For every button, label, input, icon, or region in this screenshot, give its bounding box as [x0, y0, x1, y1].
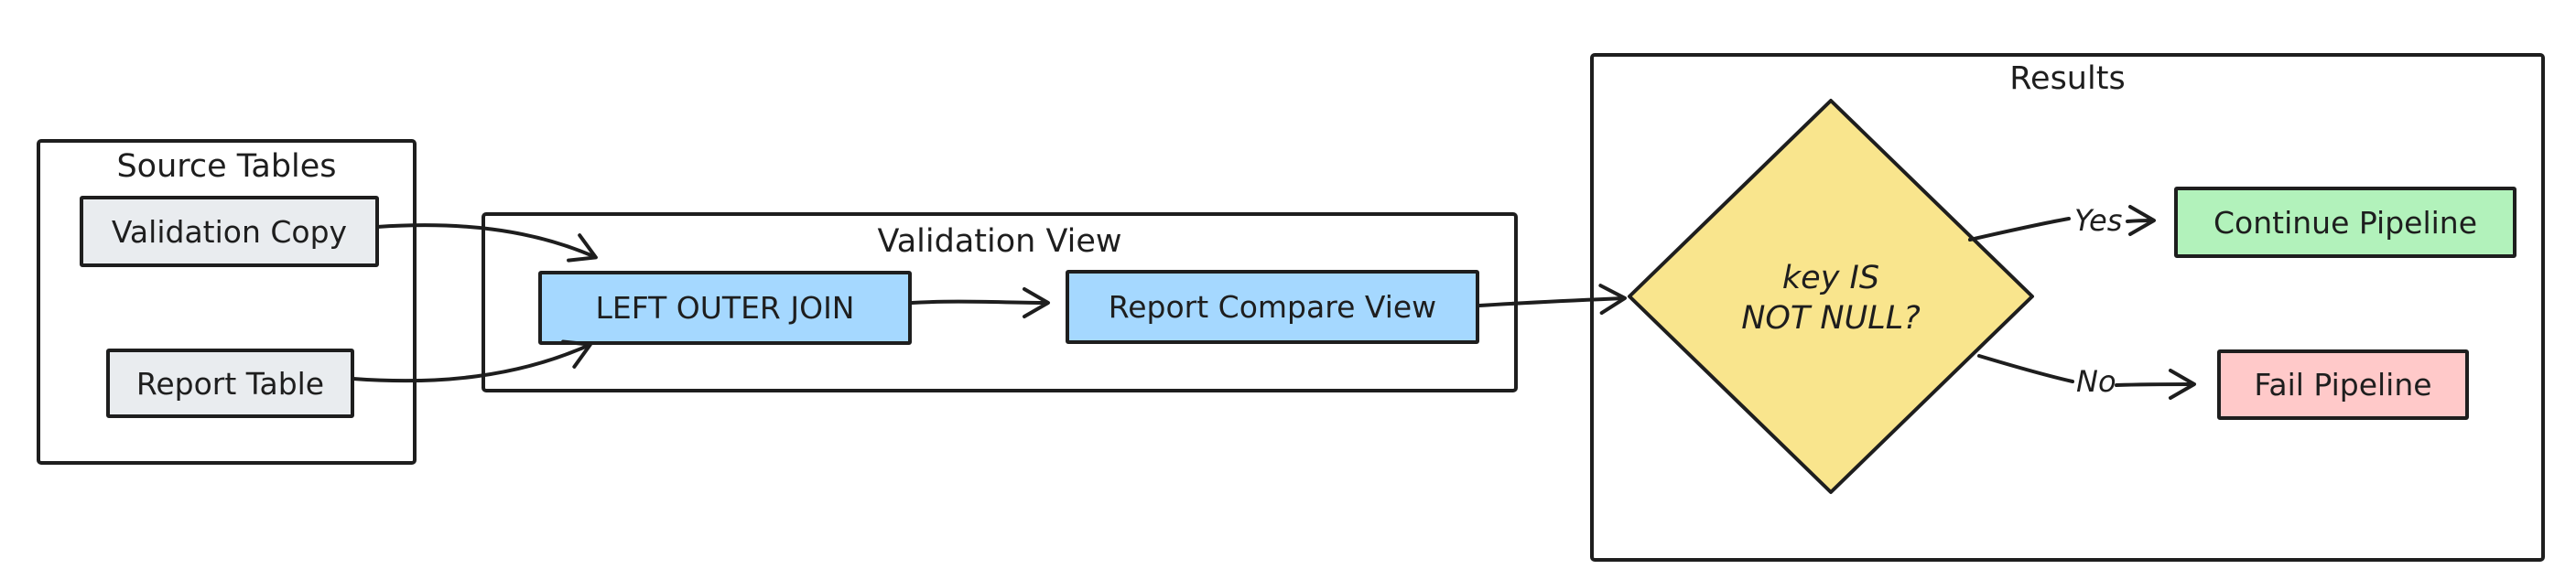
node-continue-pipeline: Continue Pipeline [2174, 187, 2516, 258]
edge-label-no: No [2076, 364, 2116, 399]
group-title-results: Results [2009, 60, 2126, 97]
group-title-validation-view: Validation View [877, 223, 1122, 260]
node-left-outer-join: LEFT OUTER JOIN [538, 271, 912, 345]
node-continue-pipeline-label: Continue Pipeline [2213, 204, 2478, 241]
group-title-source-tables: Source Tables [116, 148, 337, 185]
group-validation-view: Validation View LEFT OUTER JOIN Report C… [482, 212, 1518, 392]
node-report-table-label: Report Table [135, 365, 325, 402]
node-fail-pipeline-label: Fail Pipeline [2254, 367, 2432, 403]
node-left-outer-join-label: LEFT OUTER JOIN [595, 290, 855, 326]
edge-label-yes: Yes [2074, 203, 2123, 238]
node-validation-copy: Validation Copy [80, 196, 379, 267]
group-results: Results Continue Pipeline Fail Pipeline [1590, 53, 2545, 562]
node-report-table: Report Table [106, 349, 354, 418]
decision-diamond-label: key IS NOT NULL? [1741, 260, 1921, 337]
group-source-tables: Source Tables Validation Copy Report Tab… [37, 139, 417, 465]
node-report-compare-view: Report Compare View [1066, 270, 1479, 344]
node-validation-copy-label: Validation Copy [111, 213, 348, 250]
node-report-compare-view-label: Report Compare View [1108, 289, 1437, 325]
node-fail-pipeline: Fail Pipeline [2217, 349, 2469, 420]
